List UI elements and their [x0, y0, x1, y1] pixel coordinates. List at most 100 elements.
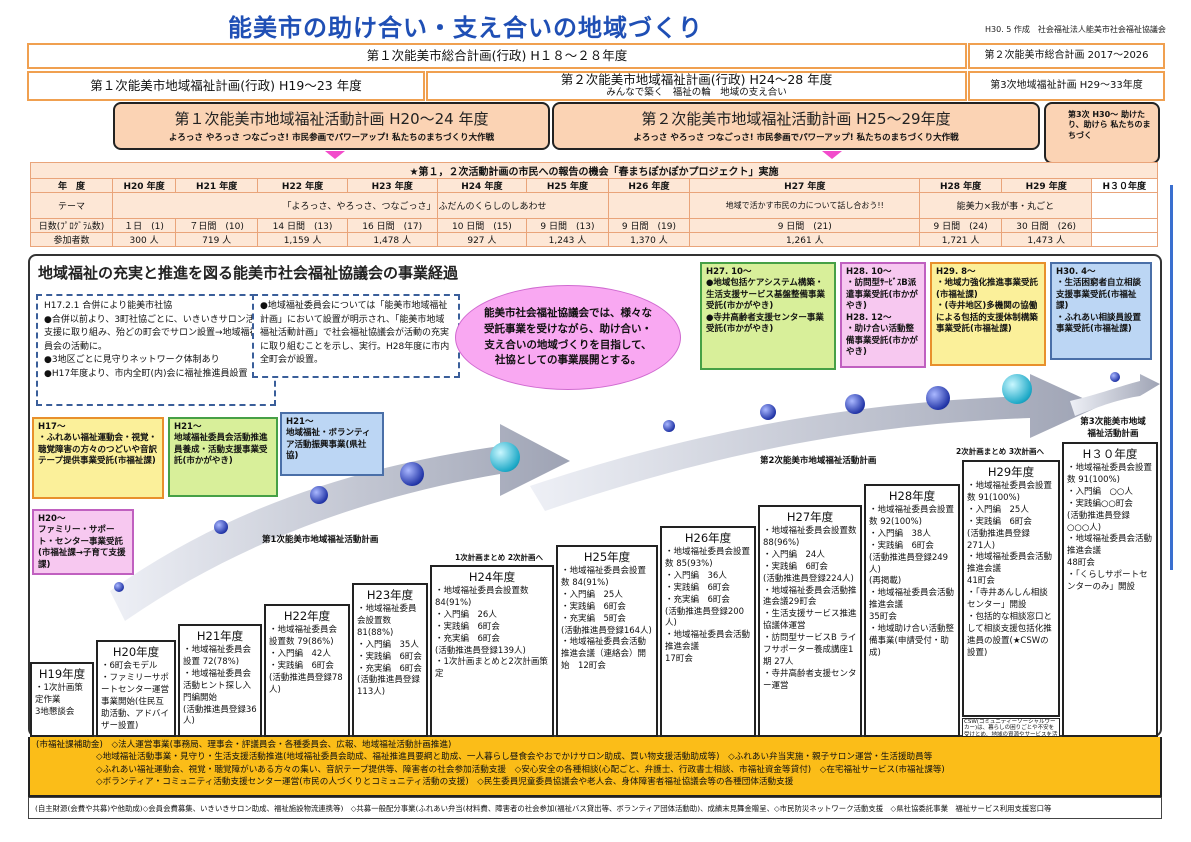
theme-1: 「よろっさ、やろっさ、つなごっさ」 [112, 192, 438, 219]
footer-note: (自主財源(会費や共募)や他助成)◇会員会費募集、いきいきサロン助成、福祉施設物… [28, 797, 1162, 819]
funded-line-3: ◇ふれあい福祉運動会、視覚・聴覚障がいある方々の集い、音訳テープ提供等、障害者の… [96, 764, 945, 775]
stair-body: ・地域福祉委員会設置数 91(100%) ・入門編 25人 ・実践編 6町会 (… [967, 481, 1053, 658]
main-title: 地域福祉の充実と推進を図る能美市社会福祉協議会の事業経過 [38, 264, 459, 282]
stair-year: H27年度 [786, 510, 834, 524]
year-cell: H26 年度 [607, 178, 691, 193]
funded-line-1: (市福祉課補助金) ◇法人運営事業(事務局、理事会・評議員会・各種委員会、広報、… [36, 740, 452, 750]
days-cell: 30 日間 (26) [1000, 218, 1092, 233]
circle-marker [1110, 372, 1120, 382]
stair-h23: H23年度・地域福祉委員会設置数 81(88%) ・入門編 35人 ・実践編 6… [352, 583, 428, 737]
blue-connector-line [1170, 185, 1173, 570]
page-title: 能美市の助け合い・支え合いの地域づくり [228, 14, 703, 42]
participants-cell: 1,159 人 [257, 232, 348, 247]
arrow-label-1: 第1次能美市地域福祉活動計画 [262, 535, 379, 545]
participants-cell: 927 人 [436, 232, 528, 247]
stair-body: ・地域福祉委員会設置数 81(88%) ・入門編 35人 ・実践編 6町会 ・充… [357, 604, 422, 698]
days-cell: 9 日間 (19) [607, 218, 691, 233]
days-cell: 16 日間 (17) [346, 218, 438, 233]
stair-h30: H３０年度・地域福祉委員会設置数 91(100%) ・入門編 ○○人 ・実践編○… [1062, 442, 1158, 737]
stair-body: ・地域福祉委員会設置数 79(86%) ・入門編 42人 ・実践編 6町会 (活… [269, 625, 343, 695]
year-cell: H３０年度 [1090, 178, 1158, 193]
fukushi-plan-1: 第１次能美市地域福祉計画(行政) H19～23 年度 [27, 71, 425, 101]
stair-year: H28年度 [888, 489, 936, 503]
participants-cell: 300 人 [111, 232, 177, 247]
stair-h20: H20年度・6町会モデル ・ファミリーサポートセンター運営事業開始(住民互助活動… [96, 640, 176, 737]
arrow-2 [530, 374, 1100, 511]
participants-cell: 1,243 人 [526, 232, 609, 247]
stair-body: ・地域福祉委員会設置数 84(91%) ・入門編 26人 ・実践編 6町会 ・充… [435, 586, 548, 680]
participants-cell: 719 人 [175, 232, 259, 247]
csw-note: CSW(コミュニティーソーシャルワーカー)は、暮らしの困りごとや不安を受けとめ、… [962, 718, 1060, 737]
matome-label-2: 2次計画まとめ 3次計画へ [956, 447, 1045, 456]
circle-marker [400, 462, 424, 486]
stair-h25: H25年度・地域福祉委員会設置数 84(91%) ・入門編 25人 ・実践編 6… [556, 545, 658, 737]
h27-box: H27. 10～ ●地域包括ケアシステム構築・生活支援サービス基盤整備事業受託(… [700, 262, 836, 370]
pink-down-arrow-1 [325, 151, 345, 159]
stair-year: H21年度 [196, 629, 244, 643]
stair-body: ・6町会モデル ・ファミリーサポートセンター運営事業開始(住民互助活動、アドバイ… [101, 661, 170, 731]
circle-marker [214, 520, 228, 534]
stair-h21: H21年度・地域福祉委員会設置 72(78%) ・地域福祉委員会活動ヒント探し入… [178, 624, 262, 737]
arrow-label-2: 第2次能美市地域福祉活動計画 [760, 456, 877, 466]
row-days: 日数(ﾌﾟﾛｸﾞﾗﾑ数) １日 (1) ７日間 (10) 14 日間 (13) … [30, 218, 1158, 233]
sogo-plan-2: 第２次能美市総合計画 2017～2026 [968, 43, 1165, 69]
stair-body: ・地域福祉委員会設置数 91(100%) ・入門編 ○○人 ・実践編○○町会 (… [1067, 463, 1153, 592]
days-cell: ７日間 (10) [175, 218, 259, 233]
days-cell: １日 (1) [111, 218, 177, 233]
row-label-days: 日数(ﾌﾟﾛｸﾞﾗﾑ数) [30, 218, 113, 233]
sogo-plan-1: 第１次能美市総合計画(行政) H１８～２８年度 [27, 43, 967, 69]
funded-line-2: ◇地域福祉活動事業・見守り・生活支援活動推進(地域福祉委員会助成、福祉推進員要綱… [96, 752, 933, 763]
year-cell: H29 年度 [1000, 178, 1092, 193]
h21b-box: H21～ 地域福祉・ボランティア活動振興事業(県社協) [280, 412, 384, 476]
credit: H30. 5 作成 社会福祉法人能美市社会福祉協議会 [985, 24, 1166, 35]
h21a-box: H21～ 地域福祉委員会活動推進員養成・活動支援事業受託(市かがやき) [168, 417, 278, 497]
stair-h29: H29年度・地域福祉委員会設置数 91(100%) ・入門編 25人 ・実践編 … [962, 460, 1060, 717]
circle-marker [926, 386, 950, 410]
row-label-theme: テーマ [30, 192, 113, 219]
stair-h22: H22年度・地域福祉委員会設置数 79(86%) ・入門編 42人 ・実践編 6… [264, 604, 350, 737]
stair-h26: H26年度・地域福祉委員会設置数 85(93%) ・入門編 36人 ・実践編 6… [660, 526, 756, 737]
circle-marker [760, 404, 776, 420]
katsudo-plan-1: 第１次能美市地域福祉活動計画 H20～24 年度 よろっさ やろっさ つなごっさ… [113, 102, 550, 150]
stair-year: H26年度 [684, 531, 732, 545]
stair-body: ・地域福祉委員会設置数 84(91%) ・入門編 25人 ・実践編 6町会 ・充… [561, 566, 652, 672]
year-cell: H27 年度 [689, 178, 921, 193]
row-years: 年 度 H20 年度 H21 年度 H22 年度 H23 年度 H24 年度 H… [30, 178, 1158, 193]
theme-4: 能美力×我が事・丸ごと [919, 192, 1092, 219]
arrow-1 [110, 424, 570, 621]
stair-year: H20年度 [112, 645, 160, 659]
stair-year: H３０年度 [1082, 447, 1138, 461]
history-box: H17.2.1 合併により能美市社協 ●合併以前より、3町社協ごとに、いきいきサ… [36, 294, 276, 406]
katsudo-plan-2: 第２次能美市地域福祉活動計画 H25～29年度 よろっさ やろっさ つなごっさ!… [552, 102, 1040, 150]
circle-marker [114, 582, 124, 592]
days-cell: 9 日間 (13) [526, 218, 609, 233]
stair-year: H24年度 [468, 570, 516, 584]
year-cell: H25 年度 [526, 178, 609, 193]
katsudo-plan-3: 第3次 H30～ 助けたり、助けら 私たちのまちづく [1044, 102, 1160, 164]
h30-box: H30. 4～ ・生活困窮者自立相談支援事業受託(市福祉課) ・ふれあい相談員設… [1050, 262, 1152, 360]
h29-box: H29. 8～ ・地域力強化推進事業受託(市福祉課) ・(寺井地区)多機関の協働… [930, 262, 1046, 366]
fukushi-plan-2-title: 第２次能美市地域福祉計画(行政) H24～28 年度 [560, 72, 833, 88]
stair-year: H29年度 [987, 465, 1035, 479]
katsudo-plan-2-title: 第２次能美市地域福祉活動計画 H25～29年度 [641, 110, 951, 128]
h17-box: H17～ ・ふれあい福祉運動会・視覚・聴覚障害の方々のつどいや音訳テープ提供事業… [32, 417, 164, 499]
stair-body: ・地域福祉委員会設置数 85(93%) ・入門編 36人 ・実践編 6町会 ・充… [665, 547, 751, 665]
funded-projects: (市福祉課補助金) ◇法人運営事業(事務局、理事会・評議員会・各種委員会、広報、… [28, 737, 1162, 797]
year-cell: H23 年度 [346, 178, 438, 193]
days-cell: 14 日間 (13) [257, 218, 348, 233]
participants-cell: 1,261 人 [689, 232, 921, 247]
stair-year: H22年度 [283, 609, 331, 623]
row-participants: 参加者数 300 人 719 人 1,159 人 1,478 人 927 人 1… [30, 232, 1158, 247]
participants-cell: 1,721 人 [919, 232, 1002, 247]
year-cell: H21 年度 [175, 178, 259, 193]
participants-cell: 1,370 人 [607, 232, 691, 247]
stair-h27: H27年度・地域福祉委員会設置数 88(96%) ・入門編 24人 ・実践編 6… [758, 505, 862, 737]
stair-year: H25年度 [583, 550, 631, 564]
katsudo-plan-2-sub: よろっさ やろっさ つなごっさ! 市民参画でパワーアップ! 私たちのまちづくり大… [633, 133, 959, 143]
katsudo-plan-1-title: 第１次能美市地域福祉活動計画 H20～24 年度 [174, 110, 489, 128]
mission-bubble: 能美市社会福祉協議会では、様々な受託事業を受けながら、助け合い・支え合いの地域づ… [455, 285, 681, 390]
arrow-3 [1070, 374, 1160, 416]
stair-body: ・1次計画策定作業 3地懇談会 [35, 683, 83, 717]
h28-box: H28. 10～ ・訪問型ｻｰﾋﾞｽB派遣事業受託(市かがやき) H28. 12… [840, 262, 926, 368]
row-label-participants: 参加者数 [30, 232, 113, 247]
